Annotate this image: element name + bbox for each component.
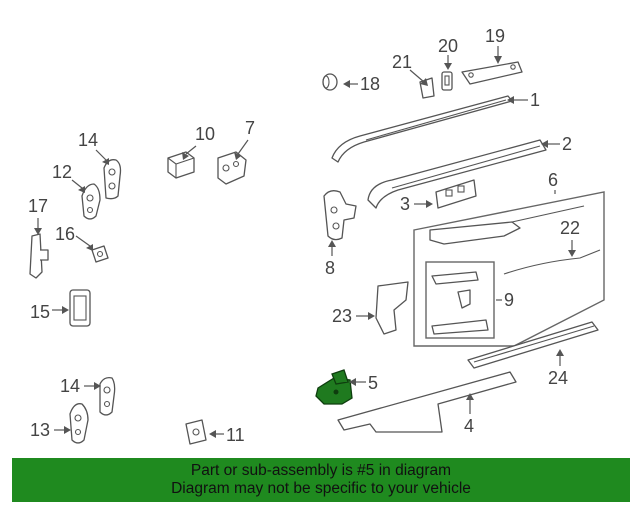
callout-5[interactable]: 5 — [368, 373, 378, 393]
callout-24[interactable]: 24 — [548, 368, 568, 388]
callout-10[interactable]: 10 — [195, 124, 215, 144]
callout-18[interactable]: 18 — [360, 74, 380, 94]
part-7[interactable] — [217, 151, 247, 185]
part-20[interactable] — [441, 71, 453, 91]
callout-23[interactable]: 23 — [332, 306, 352, 326]
part-23[interactable] — [375, 281, 409, 335]
callout-19[interactable]: 19 — [485, 26, 505, 46]
part-17[interactable] — [29, 233, 49, 279]
callout-11[interactable]: 11 — [226, 425, 245, 445]
callout-3[interactable]: 3 — [400, 194, 410, 214]
part-3[interactable] — [435, 179, 477, 209]
part-12[interactable] — [81, 183, 101, 220]
part-9-group[interactable] — [425, 261, 495, 339]
part-10[interactable] — [167, 151, 195, 179]
callout-2[interactable]: 2 — [562, 134, 572, 154]
callout-9[interactable]: 9 — [504, 290, 514, 310]
callout-20[interactable]: 20 — [438, 36, 458, 56]
callout-7[interactable]: 7 — [245, 118, 255, 138]
part-14-upper[interactable] — [103, 159, 122, 200]
part-5-highlighted[interactable] — [315, 369, 353, 405]
callout-14-lower[interactable]: 14 — [60, 376, 80, 396]
part-11[interactable] — [185, 419, 207, 445]
callout-22[interactable]: 22 — [560, 218, 580, 238]
parts-diagram: 19 20 21 18 1 2 3 10 — [28, 26, 605, 445]
part-8[interactable] — [323, 190, 357, 241]
part-24[interactable] — [467, 321, 599, 369]
part-4[interactable] — [337, 371, 517, 433]
part-14-lower[interactable] — [99, 376, 116, 416]
part-1[interactable] — [331, 95, 513, 163]
part-18[interactable] — [322, 73, 338, 91]
part-2[interactable] — [367, 139, 547, 209]
callout-4[interactable]: 4 — [464, 416, 474, 436]
callout-16[interactable]: 16 — [55, 224, 75, 244]
part-13[interactable] — [69, 403, 89, 444]
info-banner: Part or sub-assembly is #5 in diagram Di… — [12, 458, 630, 502]
callout-14-upper[interactable]: 14 — [78, 130, 98, 150]
callout-1[interactable]: 1 — [530, 90, 540, 110]
callout-17[interactable]: 17 — [28, 196, 48, 216]
callout-21[interactable]: 21 — [392, 52, 412, 72]
part-6-group[interactable] — [413, 191, 605, 347]
callout-8[interactable]: 8 — [325, 258, 335, 278]
banner-line-2: Diagram may not be specific to your vehi… — [171, 480, 471, 497]
part-15[interactable] — [69, 289, 91, 327]
callout-13[interactable]: 13 — [30, 420, 50, 440]
part-22[interactable] — [503, 249, 601, 275]
callout-12[interactable]: 12 — [52, 162, 72, 182]
banner-line-1: Part or sub-assembly is #5 in diagram — [190, 462, 452, 479]
part-16[interactable] — [91, 245, 109, 263]
callout-15[interactable]: 15 — [30, 302, 50, 322]
part-19[interactable] — [461, 61, 523, 85]
callout-6[interactable]: 6 — [548, 170, 558, 190]
